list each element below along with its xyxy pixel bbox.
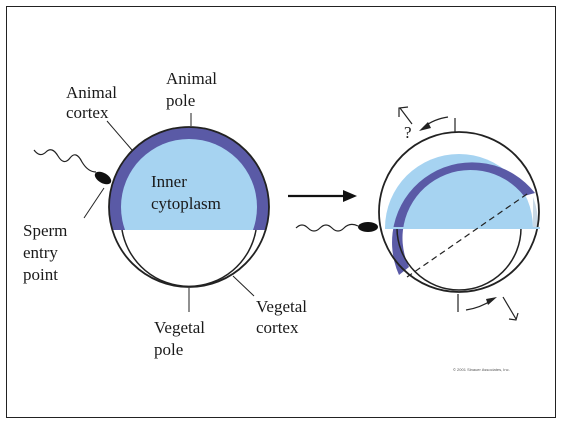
inner-cytoplasm-label-line1: Inner [151, 172, 187, 191]
animal-pole-label-line2: pole [166, 91, 195, 110]
sperm-entry-leader [84, 188, 104, 218]
right-sperm-tail [296, 224, 358, 231]
bottom-rotation-arrow [458, 294, 518, 320]
vegetal-cortex-label-line2: cortex [256, 318, 299, 337]
copyright-notice: © 2001 Sinauer Associates, Inc. [453, 367, 510, 372]
animal-pole-label-line1: Animal [166, 69, 217, 88]
animal-cortex-leader [107, 121, 132, 150]
inner-cytoplasm-label-line2: cytoplasm [151, 194, 221, 213]
animal-cortex-label-line2: cortex [66, 103, 109, 122]
left-sperm [34, 150, 113, 187]
right-vegetal-inner-ring [397, 228, 521, 290]
sperm-entry-label-line2: entry [23, 243, 58, 262]
transition-arrow [288, 190, 357, 202]
animal-cortex-label-line1: Animal [66, 83, 117, 102]
left-sperm-tail [34, 150, 96, 172]
sperm-entry-label-line1: Sperm [23, 221, 67, 240]
left-egg [109, 127, 269, 310]
vegetal-pole-label-line1: Vegetal [154, 318, 205, 337]
right-sperm [296, 222, 378, 232]
question-mark: ? [404, 123, 412, 142]
sperm-entry-label-line3: point [23, 265, 58, 284]
right-sperm-head [358, 222, 378, 232]
vegetal-cortex-label-line1: Vegetal [256, 297, 307, 316]
vegetal-pole-label-line2: pole [154, 340, 183, 359]
right-egg [379, 132, 540, 292]
